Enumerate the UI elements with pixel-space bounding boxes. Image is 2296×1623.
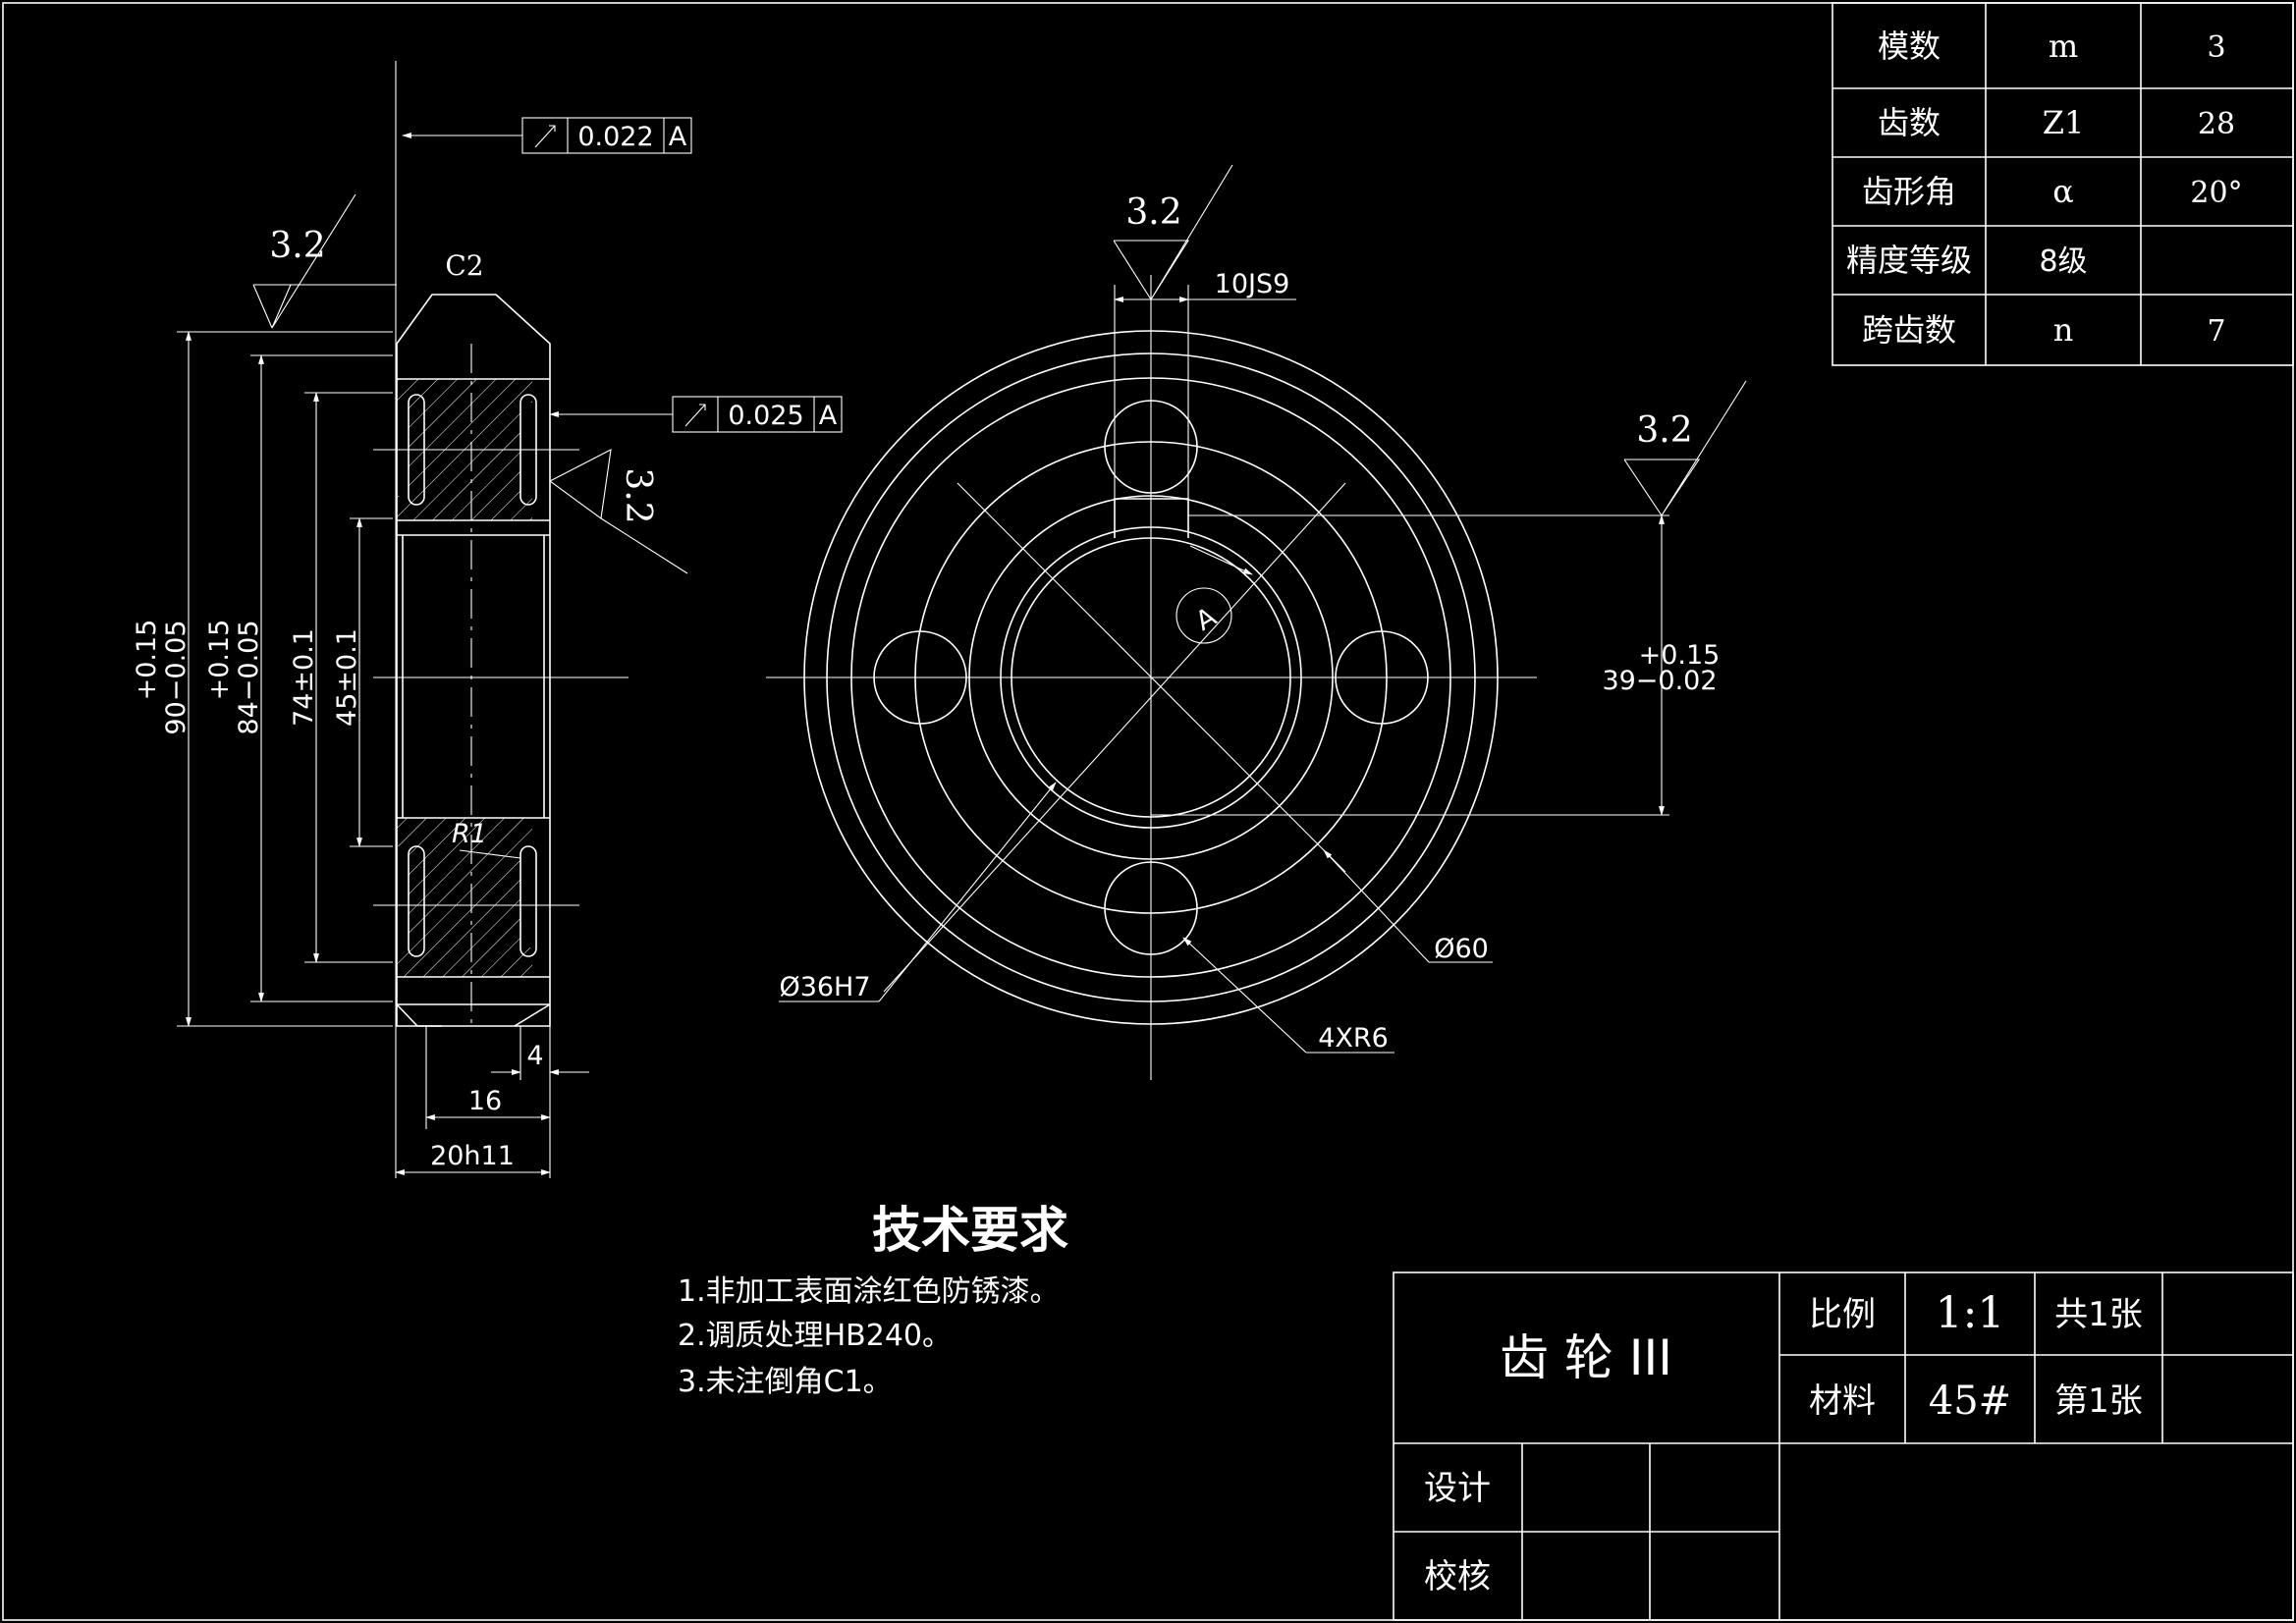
key-width-label: 10JS9 — [1215, 269, 1290, 299]
dim-84-tolerance: +0.15 — [204, 620, 235, 701]
gear-front-view: 10JS9 3.2 3.2 +0.15 39−0.02 A Ø36H7 Ø60 … — [766, 164, 1747, 1080]
param-symbol-teeth: Z1 — [2043, 104, 2085, 141]
tech-req-item: 2.调质处理HB240。 — [678, 1319, 952, 1353]
sheet-number: 第1张 — [2054, 1381, 2143, 1421]
technical-requirements: 技术要求 1.非加工表面涂红色防锈漆。 2.调质处理HB240。 3.未注倒角C… — [678, 1202, 1068, 1399]
dim-90-tolerance: +0.15 — [132, 620, 162, 701]
dim-45: 45±0.1 — [332, 628, 362, 727]
scale-value: 1:1 — [1936, 1288, 2005, 1338]
tech-req-item: 1.非加工表面涂红色防锈漆。 — [678, 1274, 1060, 1309]
dim-84: 84−0.05 — [234, 620, 264, 734]
material-label: 材料 — [1809, 1381, 1876, 1421]
dim-4: 4 — [526, 1041, 543, 1071]
param-value-span-teeth: 7 — [2207, 314, 2225, 349]
designer-label: 设计 — [1424, 1469, 1491, 1508]
param-symbol-pressure-angle: α — [2052, 173, 2074, 210]
runout-mid-value: 0.025 — [728, 401, 803, 431]
param-value-teeth: 28 — [2198, 107, 2235, 141]
material-value: 45# — [1929, 1379, 2011, 1424]
runout-mid-datum: A — [819, 401, 838, 431]
param-name-pressure-angle: 齿形角 — [1862, 173, 1956, 210]
sheets-total: 共1张 — [2054, 1295, 2143, 1334]
param-symbol-span-teeth: n — [2053, 311, 2074, 349]
param-name-accuracy: 精度等级 — [1846, 242, 1972, 279]
roughness-front-right: 3.2 — [1636, 410, 1692, 451]
param-name-span-teeth: 跨齿数 — [1862, 311, 1956, 349]
dim-39: 39−0.02 — [1602, 666, 1717, 696]
dia-60-label: Ø60 — [1434, 934, 1489, 964]
tech-req-item: 3.未注倒角C1。 — [678, 1365, 893, 1399]
chamfer-label: C2 — [445, 249, 483, 282]
title-block: 齿 轮 III 比例 1:1 共1张 材料 45# 第1张 设计 校核 — [1393, 1271, 2294, 1621]
part-name: 齿 轮 III — [1500, 1329, 1672, 1386]
holes-label: 4XR6 — [1318, 1023, 1389, 1054]
view-label: A — [1190, 602, 1222, 637]
param-symbol-module: m — [2049, 27, 2078, 65]
checker-label: 校核 — [1424, 1557, 1491, 1596]
dim-74: 74±0.1 — [289, 628, 319, 727]
param-value-pressure-angle: 20° — [2190, 176, 2242, 210]
param-symbol-accuracy: 8级 — [2039, 244, 2087, 279]
dim-39-tolerance: +0.15 — [1639, 640, 1721, 671]
roughness-front-top: 3.2 — [1125, 192, 1181, 233]
runout-top-value: 0.022 — [577, 122, 653, 152]
param-value-module: 3 — [2207, 30, 2225, 65]
radius-label: R1 — [452, 819, 487, 849]
lower-hatch — [397, 818, 532, 977]
roughness-side-top: 3.2 — [269, 226, 325, 266]
dim-20h11: 20h11 — [430, 1141, 515, 1171]
roughness-side-mid: 3.2 — [618, 467, 658, 523]
scale-label: 比例 — [1809, 1295, 1876, 1334]
dim-90: 90−0.05 — [161, 620, 191, 734]
gear-parameter-table: 模数 m 3 齿数 Z1 28 齿形角 α 20° 精度等级 8级 跨齿数 n … — [1831, 2, 2294, 366]
param-name-module: 模数 — [1878, 27, 1941, 65]
runout-top-datum: A — [669, 122, 687, 152]
param-name-teeth: 齿数 — [1878, 104, 1941, 141]
dim-16: 16 — [468, 1086, 502, 1116]
tech-req-title: 技术要求 — [872, 1202, 1068, 1259]
bore-label: Ø36H7 — [779, 972, 870, 1002]
gear-side-section-view: 0.022 A 0.025 A 3.2 C2 3.2 R1 90−0.05 +0… — [132, 61, 843, 1178]
